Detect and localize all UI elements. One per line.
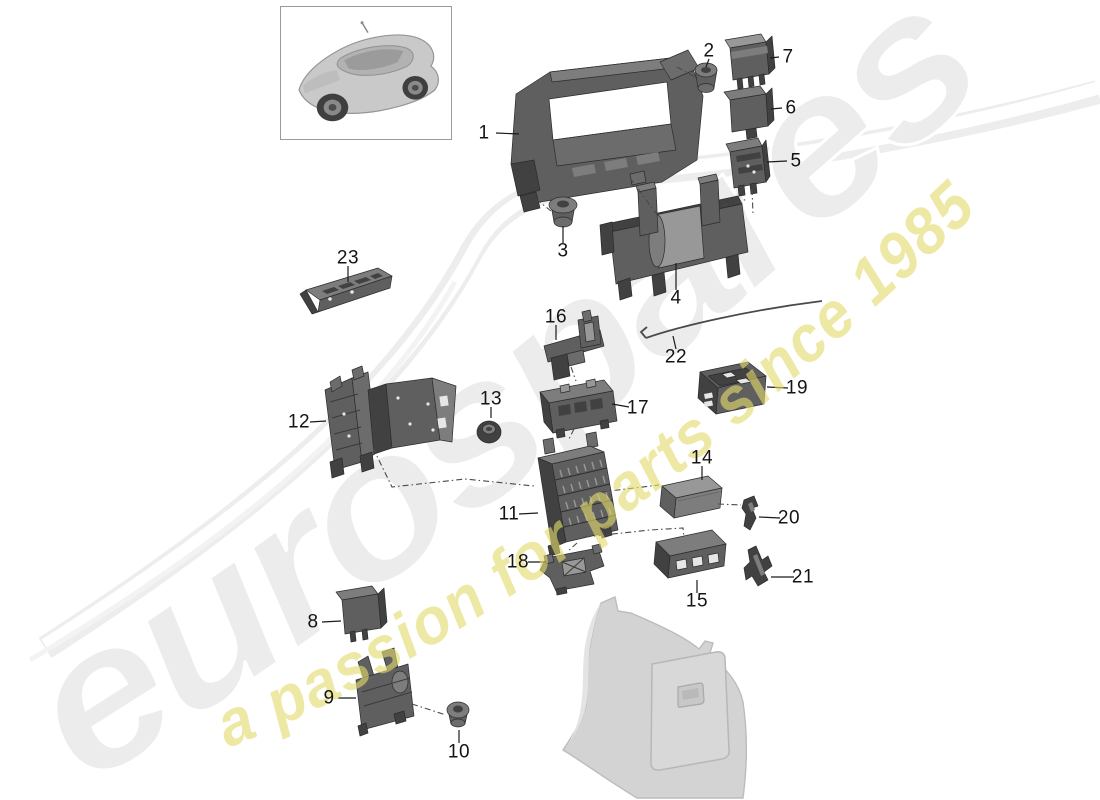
callout-19[interactable]: 19 (785, 377, 809, 399)
part-4-support-bracket (599, 173, 749, 301)
callout-11[interactable]: 11 (498, 503, 520, 525)
part-21-clip (743, 545, 773, 587)
leader-lines (309, 56, 794, 743)
part-1-frame (510, 49, 704, 213)
part-10-nut (446, 701, 470, 728)
callout-3[interactable]: 3 (557, 240, 569, 262)
part-5-relay-socket (725, 137, 771, 197)
part-22-cable (639, 300, 823, 339)
callout-2[interactable]: 2 (703, 40, 715, 62)
callout-20[interactable]: 20 (777, 507, 801, 529)
callout-4[interactable]: 4 (670, 287, 682, 309)
part-15-control-module (653, 529, 727, 579)
part-6-relay (723, 85, 775, 140)
part-2-grommet (694, 62, 718, 93)
part-19-carrier-box (697, 361, 767, 415)
callout-6[interactable]: 6 (785, 97, 797, 119)
part-7-relay (724, 33, 776, 90)
part-13-grommet (476, 420, 502, 444)
callout-8[interactable]: 8 (307, 611, 319, 633)
callout-23[interactable]: 23 (336, 247, 360, 269)
assembly-dashed-lines (372, 66, 754, 716)
part-23-strip (299, 267, 393, 315)
callout-1[interactable]: 1 (478, 122, 490, 144)
part-9-holder (355, 647, 415, 737)
callout-12[interactable]: 12 (287, 411, 311, 433)
callout-13[interactable]: 13 (479, 388, 503, 410)
callout-15[interactable]: 15 (685, 590, 709, 612)
part-8-relay (335, 585, 388, 643)
watermark-brand: eurospares (0, 0, 1027, 800)
swoosh-graphic (28, 80, 1100, 663)
callout-18[interactable]: 18 (506, 551, 530, 573)
part-20-clip (741, 495, 759, 531)
car-thumbnail (298, 21, 439, 122)
callout-7[interactable]: 7 (782, 46, 794, 68)
callout-21[interactable]: 21 (791, 566, 815, 588)
part-11-fuse-box (537, 431, 619, 557)
callout-17[interactable]: 17 (626, 397, 650, 419)
callout-14[interactable]: 14 (690, 447, 714, 469)
callout-9[interactable]: 9 (323, 687, 335, 709)
trim-panel (561, 596, 748, 799)
callout-5[interactable]: 5 (790, 150, 802, 172)
part-3-bushing (548, 196, 578, 228)
car-thumbnail-box (280, 6, 452, 140)
part-14-module (659, 475, 723, 519)
part-17-connector-holder (539, 378, 618, 439)
callout-22[interactable]: 22 (664, 346, 688, 368)
part-12-main-bracket (324, 365, 457, 479)
callout-16[interactable]: 16 (544, 306, 568, 328)
callout-10[interactable]: 10 (447, 741, 471, 763)
part-18-tray (539, 543, 605, 596)
part-16-bracket (543, 309, 605, 381)
